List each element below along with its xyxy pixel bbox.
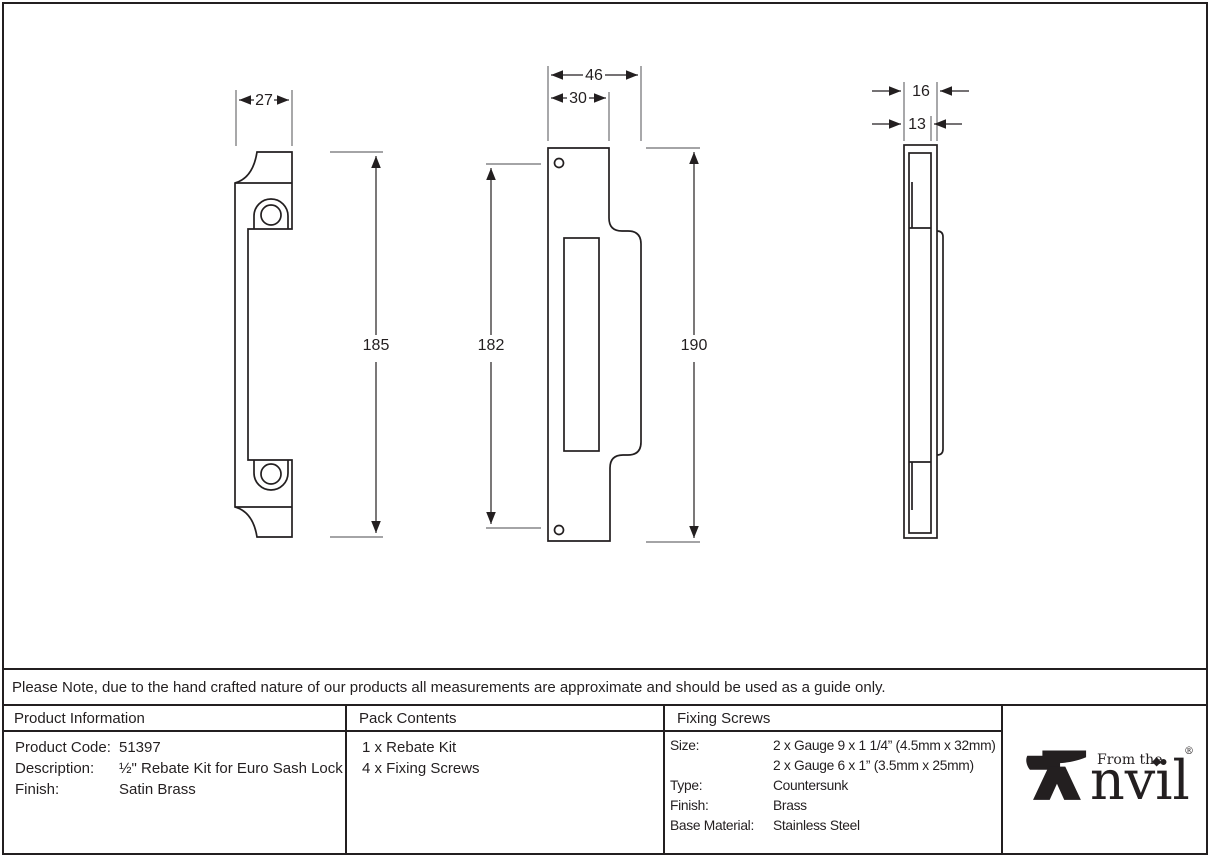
product-code-row: Product Code: 51397 <box>15 739 161 756</box>
pack-item: 1 x Rebate Kit <box>362 739 457 756</box>
measurement-note: Please Note, due to the hand crafted nat… <box>12 678 886 696</box>
dim-front-height: 185 <box>363 337 390 354</box>
top-screw-hole <box>260 204 282 226</box>
dim-plate-left-height: 182 <box>478 337 505 354</box>
sheet-border <box>2 2 1208 855</box>
plate-top-screw-hole <box>553 157 565 169</box>
diamond-i-dot-icon: ◆ <box>1152 754 1162 768</box>
finish-row: Finish: Satin Brass <box>15 781 196 798</box>
fixing-screws-column: Fixing Screws Size: 2 x Gauge 9 x 1 1/4”… <box>665 706 1003 855</box>
screw-size-row2: 2 x Gauge 6 x 1” (3.5mm x 25mm) <box>773 758 974 773</box>
latch-slot <box>563 237 600 452</box>
side-view-assembly <box>903 144 944 539</box>
fixing-screws-header: Fixing Screws <box>665 706 1001 732</box>
registered-trademark-icon: ® <box>1184 746 1194 757</box>
dimension-drawing: 27 185 46 30 182 190 16 13 <box>234 66 969 543</box>
dim-front-width: 27 <box>255 92 273 109</box>
side-lip <box>936 230 944 456</box>
dim-side-plate-depth: 13 <box>908 116 926 133</box>
logo-tagline: From the <box>1097 752 1163 768</box>
dim-plate-overall-height: 190 <box>681 337 708 354</box>
plate-bottom-screw-hole <box>553 524 565 536</box>
anvil-icon <box>1026 750 1087 800</box>
description-row: Description: ½" Rebate Kit for Euro Sash… <box>15 760 343 777</box>
screw-type-row: Type: Countersunk <box>670 778 848 793</box>
dim-plate-inner-width: 30 <box>569 90 587 107</box>
product-information-column: Product Information Product Code: 51397 … <box>2 706 347 855</box>
brand-logo-cell: From the nvil ◆ ® <box>1003 706 1208 855</box>
screw-base-material-row: Base Material: Stainless Steel <box>670 818 860 833</box>
dim-side-outer-depth: 16 <box>912 83 930 100</box>
dimension-lines <box>235 66 969 543</box>
screw-size-row: Size: 2 x Gauge 9 x 1 1/4” (4.5mm x 32mm… <box>670 738 996 753</box>
dim-plate-outer-width: 46 <box>585 67 603 84</box>
front-view-striker-plate <box>547 147 642 542</box>
pack-contents-column: Pack Contents 1 x Rebate Kit 4 x Fixing … <box>347 706 665 855</box>
pack-item: 4 x Fixing Screws <box>362 760 480 777</box>
note-row: Please Note, due to the hand crafted nat… <box>2 668 1208 706</box>
pack-contents-header: Pack Contents <box>347 706 663 732</box>
bottom-screw-hole <box>260 463 282 485</box>
logo-wordmark: nvil <box>1090 749 1190 812</box>
top-screw-boss <box>253 198 289 229</box>
front-view-rebate-strip <box>234 151 293 538</box>
bottom-screw-boss <box>253 460 289 491</box>
product-information-header: Product Information <box>2 706 345 732</box>
product-info-table: Product Information Product Code: 51397 … <box>2 706 1208 855</box>
from-the-anvil-logo: From the nvil ◆ ® <box>1003 706 1208 855</box>
screw-finish-row: Finish: Brass <box>670 798 807 813</box>
